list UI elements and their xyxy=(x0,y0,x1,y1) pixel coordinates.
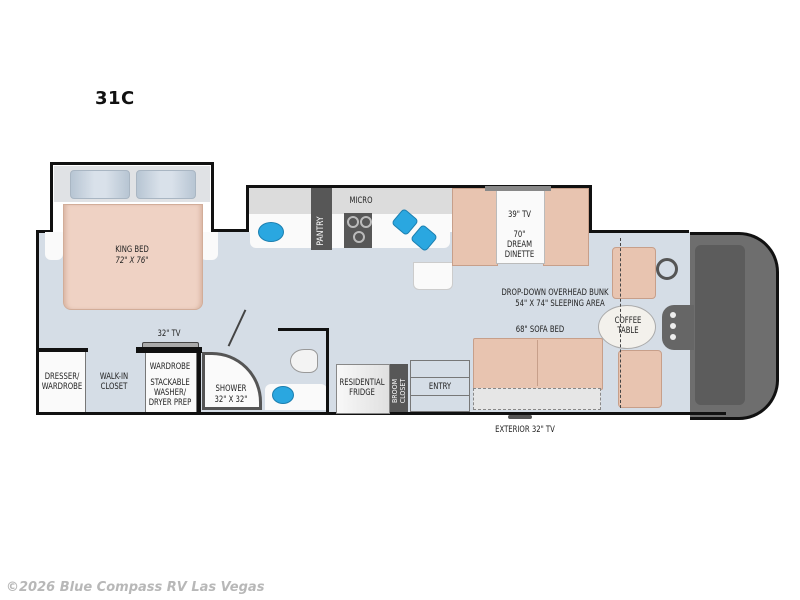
broom-closet-label: BROOM CLOSET xyxy=(391,378,407,404)
wall xyxy=(36,230,39,414)
console xyxy=(662,305,694,350)
cab-divider xyxy=(620,238,621,408)
burner-icon xyxy=(347,216,359,228)
pillow xyxy=(136,170,196,199)
wall xyxy=(326,328,329,414)
entry-step xyxy=(410,377,470,378)
entry-steps xyxy=(410,360,470,412)
broom-closet xyxy=(390,364,408,412)
burner-icon xyxy=(353,231,365,243)
wall xyxy=(589,185,592,233)
wall xyxy=(278,328,328,331)
bunk-size-label: 54" X 74" SLEEPING AREA xyxy=(515,299,605,309)
island-extension xyxy=(413,262,453,290)
kitchen-sink xyxy=(258,222,284,242)
wall xyxy=(589,230,689,233)
wall xyxy=(36,348,88,352)
driver-captain-chair xyxy=(618,350,662,408)
wardrobe-label: WARDROBE xyxy=(149,362,191,372)
control-dot xyxy=(670,312,676,318)
sofa-bed xyxy=(473,338,603,390)
king-bed xyxy=(63,204,203,310)
wall xyxy=(197,348,201,414)
wardrobe xyxy=(145,353,197,412)
bath-sink xyxy=(272,386,294,404)
nightstand xyxy=(45,232,63,260)
exterior-tv xyxy=(508,415,532,419)
exterior-tv-label: EXTERIOR 32" TV xyxy=(495,425,555,435)
pantry-label: PANTRY xyxy=(316,216,326,246)
shower-size: 32" X 32" xyxy=(214,395,248,405)
bedroom-tv-label: 32" TV xyxy=(157,329,181,339)
pantry xyxy=(311,188,332,250)
coffee-table xyxy=(598,305,656,349)
wall xyxy=(211,229,249,232)
dresser-label: DRESSER/ WARDROBE xyxy=(41,372,83,392)
wall xyxy=(50,162,213,165)
entry-label: ENTRY xyxy=(428,382,452,392)
washer-label: STACKABLE WASHER/ DRYER PREP xyxy=(148,378,192,408)
residential-fridge xyxy=(336,364,390,414)
closet-label: WALK-IN CLOSET xyxy=(99,372,129,392)
bed-label: KING BED xyxy=(115,245,149,255)
fridge-label: RESIDENTIAL FRIDGE xyxy=(339,378,385,398)
dinette-label: 70" DREAM DINETTE xyxy=(504,230,535,260)
wall xyxy=(246,185,591,188)
burner-icon xyxy=(360,216,372,228)
control-dot xyxy=(670,334,676,340)
dinette-seat xyxy=(543,188,589,266)
sofa-divider xyxy=(537,340,538,386)
bed-size: 72" X 76" xyxy=(115,256,149,266)
wall xyxy=(36,230,52,233)
entry-step xyxy=(410,395,470,396)
wall xyxy=(211,162,214,232)
pillow xyxy=(70,170,130,199)
passenger-captain-chair xyxy=(612,247,656,299)
control-dot xyxy=(670,323,676,329)
bunk-label: DROP-DOWN OVERHEAD BUNK xyxy=(501,288,609,298)
coffee-table-label: COFFEE TABLE xyxy=(614,316,642,336)
copyright-text: ©2026 Blue Compass RV Las Vegas xyxy=(6,580,265,595)
dinette-seat xyxy=(452,188,498,266)
nightstand xyxy=(200,232,218,260)
steering-wheel-icon xyxy=(656,258,678,280)
toilet xyxy=(290,349,318,373)
dinette-tv xyxy=(485,186,551,191)
dresser xyxy=(39,352,86,412)
model-title: 31C xyxy=(95,88,135,109)
cab-inner xyxy=(695,245,745,405)
wall xyxy=(246,185,249,232)
wall xyxy=(50,162,53,232)
micro-label: MICRO xyxy=(349,196,373,206)
sofa-label: 68" SOFA BED xyxy=(515,325,565,335)
sofa-bed-extension xyxy=(473,388,601,410)
shower-label: SHOWER xyxy=(215,384,247,394)
dinette-tv-label: 39" TV xyxy=(507,210,532,220)
wall xyxy=(136,347,202,353)
